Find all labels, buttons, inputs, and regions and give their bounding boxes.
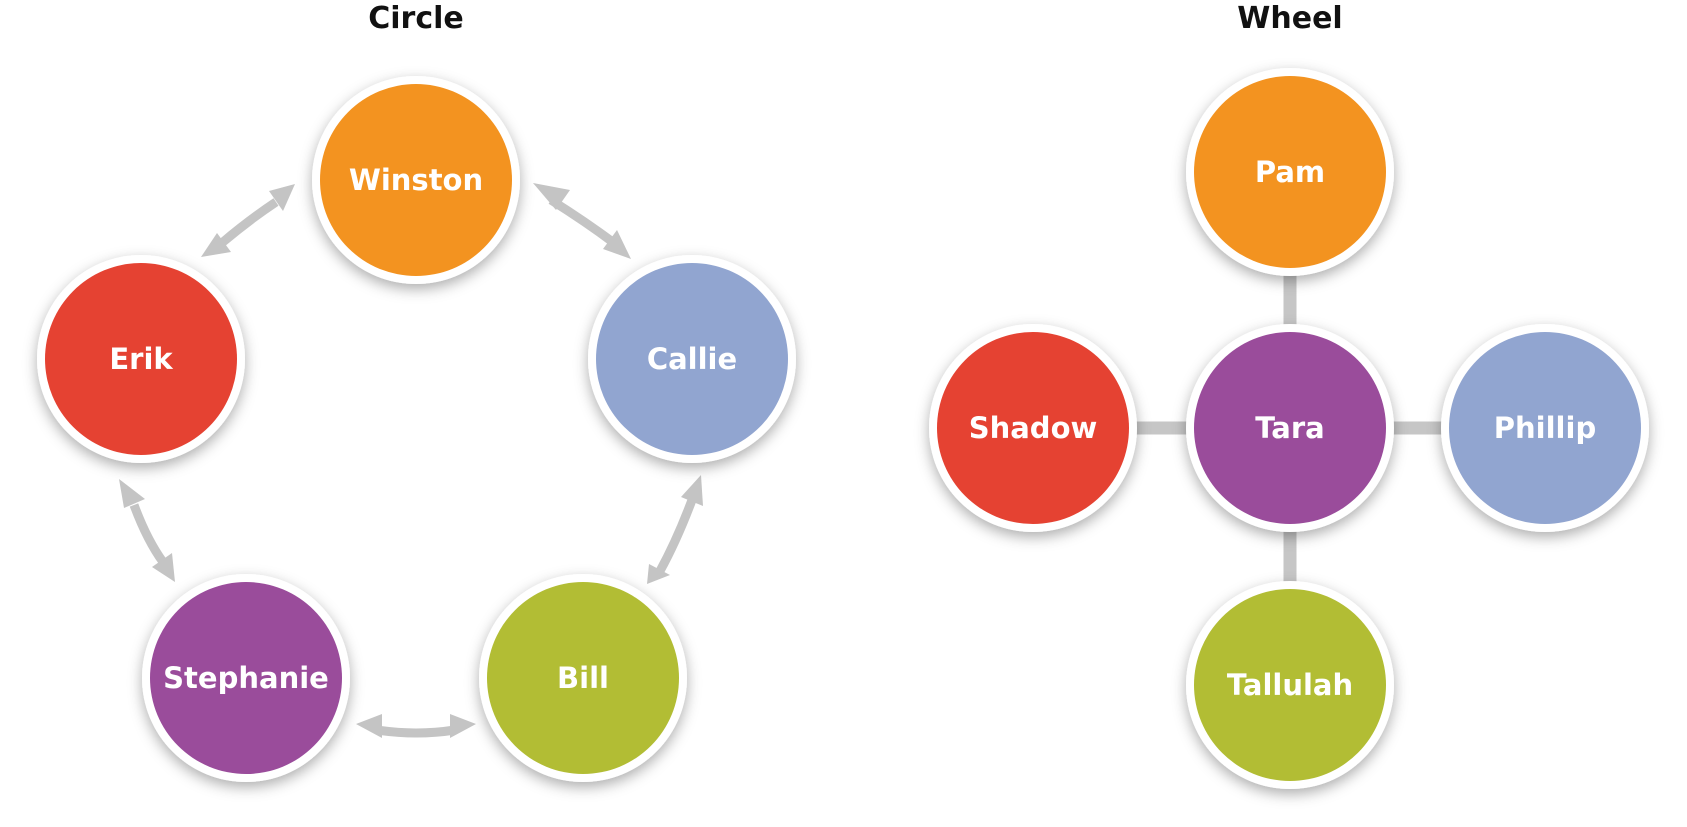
arrow-bill-stephanie [356, 714, 476, 738]
node-label-stephanie: Stephanie [163, 661, 329, 695]
wheel-node-phillip: Phillip [1441, 324, 1649, 532]
node-label-shadow: Shadow [969, 411, 1098, 445]
node-label-tallulah: Tallulah [1227, 668, 1353, 702]
stephanie-fill [150, 582, 342, 774]
node-label-winston: Winston [349, 163, 483, 197]
callie-fill [596, 263, 788, 455]
node-label-pam: Pam [1255, 155, 1325, 189]
shadow-fill [937, 332, 1129, 524]
circle-node-bill: Bill [479, 574, 687, 782]
pam-fill [1194, 76, 1386, 268]
node-label-erik: Erik [109, 342, 173, 376]
arrow-erik-winston [201, 184, 295, 257]
circle-links [119, 183, 703, 738]
circle-network: Circle [37, 1, 796, 782]
circle-node-erik: Erik [37, 255, 245, 463]
wheel-node-shadow: Shadow [929, 324, 1137, 532]
circle-node-callie: Callie [588, 255, 796, 463]
wheel-network: Wheel Pam Phillip Tallulah Shadow [929, 1, 1649, 789]
node-label-callie: Callie [647, 342, 737, 376]
wheel-links [1130, 268, 1450, 590]
wheel-node-pam: Pam [1186, 68, 1394, 276]
tallulah-fill [1194, 589, 1386, 781]
arrow-callie-bill [647, 475, 703, 584]
tara-fill [1194, 332, 1386, 524]
arrow-winston-callie [533, 183, 631, 259]
phillip-fill [1449, 332, 1641, 524]
node-label-tara: Tara [1255, 411, 1324, 445]
winston-fill [320, 84, 512, 276]
node-label-bill: Bill [557, 661, 609, 695]
wheel-node-tara: Tara [1186, 324, 1394, 532]
circle-node-stephanie: Stephanie [142, 574, 350, 782]
arrow-stephanie-erik [119, 479, 175, 582]
erik-fill [45, 263, 237, 455]
bill-fill [487, 582, 679, 774]
node-label-phillip: Phillip [1494, 411, 1596, 445]
wheel-node-tallulah: Tallulah [1186, 581, 1394, 789]
wheel-title: Wheel [1237, 1, 1342, 36]
circle-title: Circle [368, 1, 464, 36]
circle-node-winston: Winston [312, 76, 520, 284]
